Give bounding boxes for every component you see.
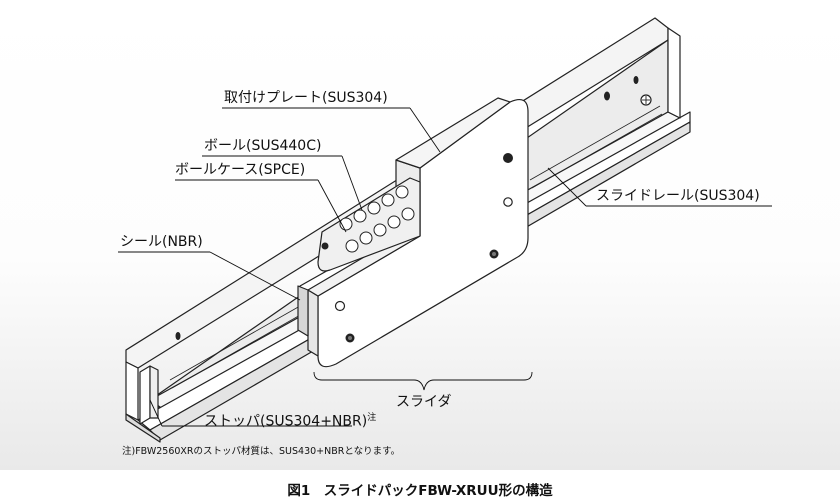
slide-rail-label: スライドレール(SUS304) [596, 188, 760, 204]
stopper [139, 365, 159, 425]
stopper-label-text: ストッパ(SUS304+NBR) [204, 413, 368, 430]
footnote: 注)FBW2560XRのストッパ材質は、SUS430+NBRとなります。 [122, 446, 401, 457]
ball-case [317, 177, 421, 272]
figure-caption: 図1 スライドパックFBW-XRUU形の構造 [287, 483, 553, 499]
seal-label: シール(NBR) [120, 234, 203, 250]
stopper-label: ストッパ(SUS304+NBR)注 [204, 410, 376, 430]
slide-pack-diagram [118, 17, 772, 443]
slider-label: スライダ [396, 394, 452, 410]
leader-lines [118, 107, 772, 427]
ball-label: ボール(SUS440C) [204, 138, 322, 154]
mounting-plate-label: 取付けプレート(SUS304) [224, 90, 388, 106]
stopper-note-mark: 注 [367, 413, 377, 423]
seal [297, 285, 309, 337]
ball-case-label: ボールケース(SPCE) [175, 162, 306, 178]
balls [339, 185, 415, 253]
